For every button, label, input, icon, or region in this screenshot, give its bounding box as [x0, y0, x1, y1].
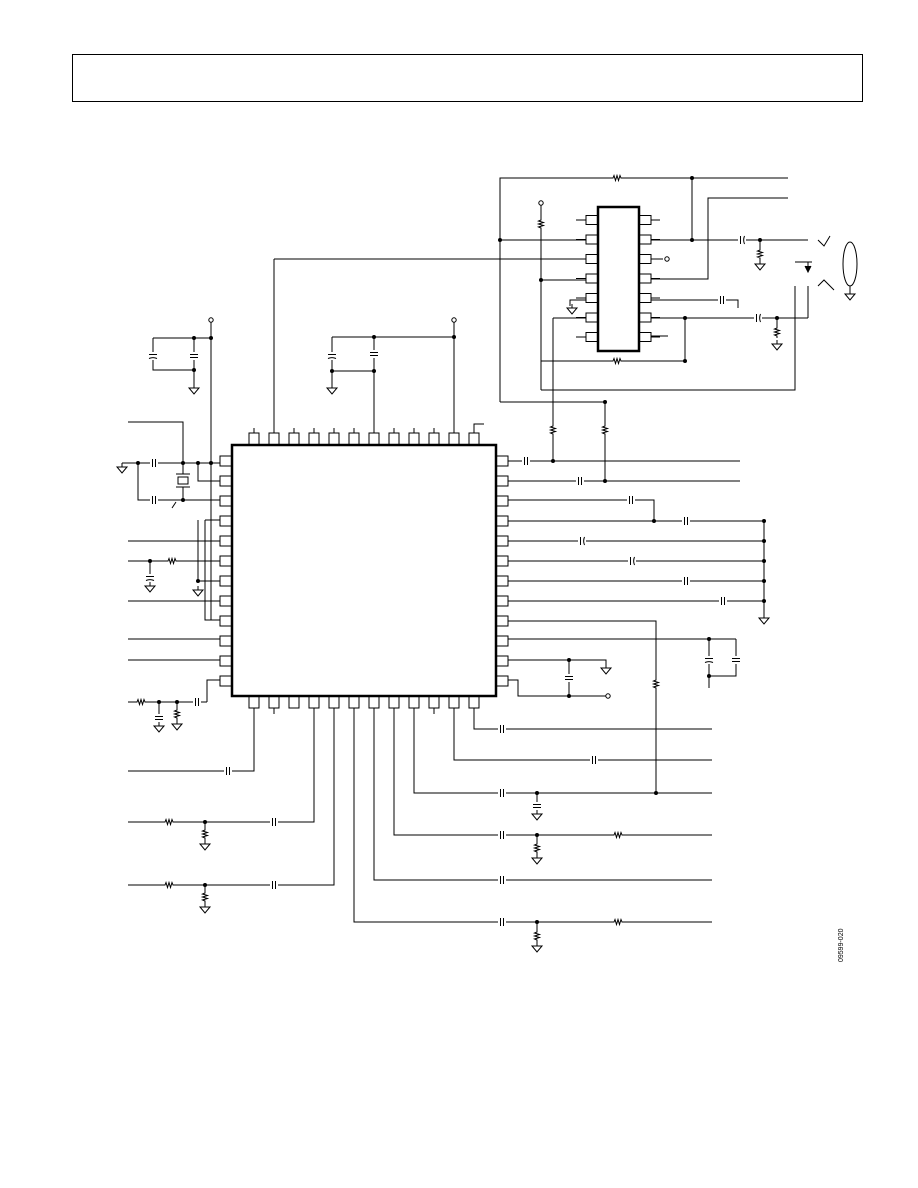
pin-left-7: [219, 575, 233, 587]
pin-top-8: [388, 432, 400, 446]
pin-right-3: [495, 495, 509, 507]
secondary-ic: [576, 205, 660, 353]
top-middle-supply: [326, 317, 484, 428]
pin-left-5: [219, 535, 233, 547]
pin-left-4: [219, 515, 233, 527]
pin-top-12: [468, 432, 480, 446]
pin-top-3: [288, 432, 300, 446]
u2-pin-right-7: [638, 332, 652, 342]
pin-right-9: [495, 615, 509, 627]
u2-pin-left-1: [585, 215, 599, 225]
pin-right-5: [495, 535, 509, 547]
header-box: [72, 54, 863, 102]
pin-bottom-1: [248, 695, 260, 709]
u2-pin-right-5: [638, 293, 652, 303]
u2-pin-right-2: [638, 234, 652, 245]
u2-pin-left-7: [585, 332, 599, 342]
top-left-supply: [148, 317, 214, 620]
pin-bottom-8: [388, 695, 400, 709]
pin-top-10: [428, 432, 440, 446]
pin-bottom-6: [348, 695, 360, 709]
secondary-ic-pins: [576, 215, 660, 342]
pin-right-8: [495, 595, 509, 607]
pin-right-10: [495, 635, 509, 647]
main-ic-bottom-pins: [248, 695, 480, 709]
pin-bottom-12: [468, 695, 480, 709]
pin-right-11: [495, 655, 509, 667]
u2-pin-right-3: [638, 254, 652, 264]
pin-left-1: [219, 455, 233, 467]
u2-pin-left-4: [585, 273, 599, 284]
left-side-network: [116, 421, 220, 733]
pin-left-10: [219, 635, 233, 647]
pin-right-12: [495, 675, 509, 687]
u2-pin-right-1: [638, 215, 652, 225]
pin-top-4: [308, 432, 320, 446]
u2-pin-right-4: [638, 273, 652, 284]
top-right-network: [273, 175, 858, 428]
u2-pin-left-2: [585, 234, 599, 245]
pin-top-11: [448, 432, 460, 446]
pin-top-1: [248, 432, 260, 446]
pin-top-9: [408, 432, 420, 446]
pin-right-2: [495, 475, 509, 487]
pin-left-6: [219, 555, 233, 567]
pin-right-1: [495, 455, 509, 467]
pin-left-11: [219, 655, 233, 667]
figure-id: 09599-020: [838, 928, 845, 962]
pin-bottom-9: [408, 695, 420, 709]
pin-right-7: [495, 575, 509, 587]
pin-top-5: [328, 432, 340, 446]
main-ic-right-pins: [495, 455, 509, 687]
main-ic-top-pins: [248, 428, 480, 446]
u2-pin-right-6: [638, 312, 652, 323]
pin-left-8: [219, 595, 233, 607]
pin-bottom-7: [368, 695, 380, 709]
pin-top-7: [368, 432, 380, 446]
pin-bottom-3: [288, 695, 300, 709]
right-side-network: [508, 423, 770, 793]
pin-bottom-10: [428, 695, 440, 709]
main-ic: [219, 428, 509, 709]
bottom-network: [128, 708, 712, 953]
pin-left-9: [219, 615, 233, 627]
pin-bottom-4: [308, 695, 320, 709]
pin-right-4: [495, 515, 509, 527]
pin-left-3: [219, 495, 233, 507]
pin-top-6: [348, 432, 360, 446]
pin-bottom-2: [268, 695, 280, 709]
pin-top-2: [268, 432, 280, 446]
pin-left-2: [219, 475, 233, 487]
pin-bottom-5: [328, 695, 340, 709]
u2-pin-left-5: [585, 293, 599, 303]
pin-right-6: [495, 555, 509, 567]
u2-pin-left-3: [585, 254, 599, 264]
pin-left-12: [219, 675, 233, 687]
u2-pin-left-6: [585, 312, 599, 323]
pin-bottom-11: [448, 695, 460, 709]
main-ic-left-pins: [219, 455, 233, 687]
